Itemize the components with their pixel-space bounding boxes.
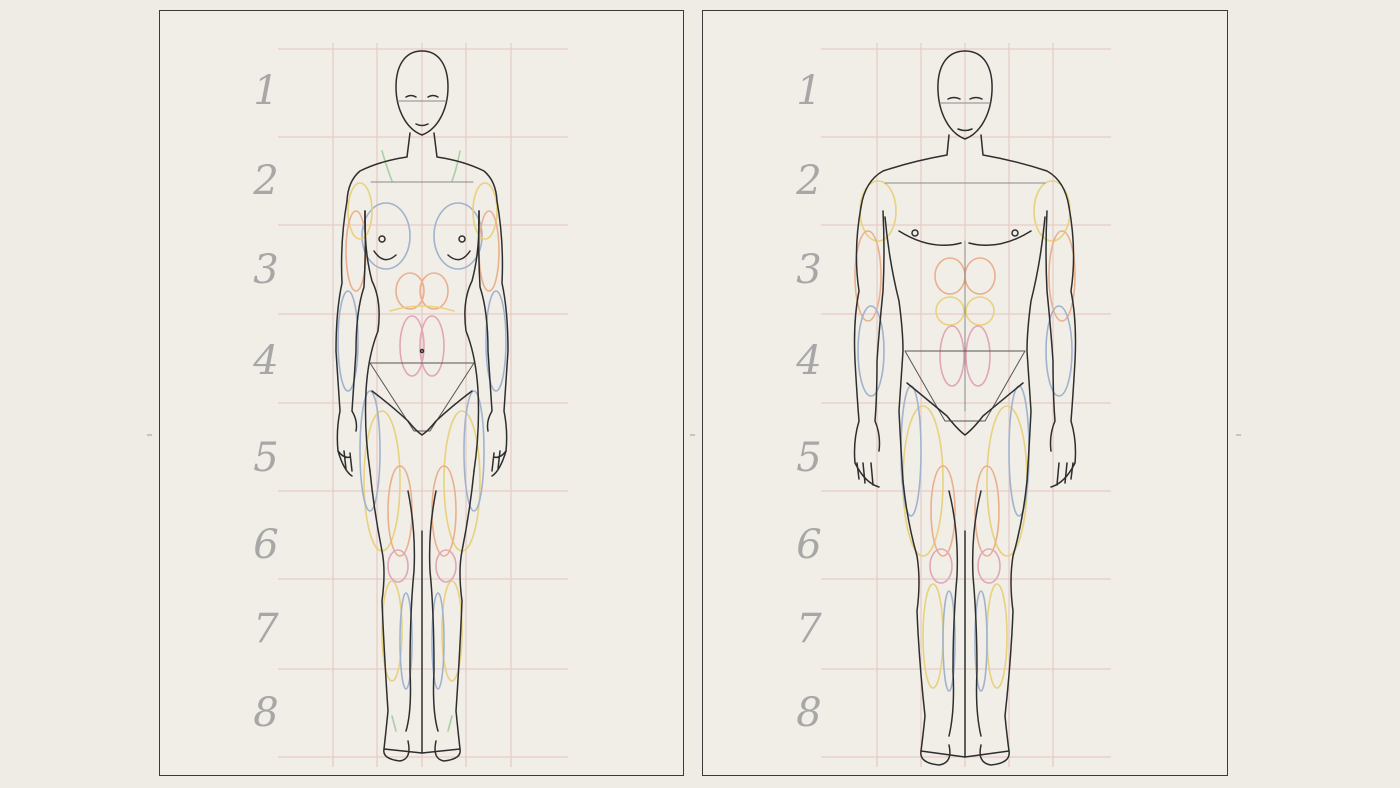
head-count-number-6: 6 (253, 522, 279, 568)
figure-outline (335, 50, 509, 762)
head-count-number-2: 2 (253, 158, 279, 204)
proportion-grid (821, 43, 1111, 767)
head-count-number-8: 8 (796, 690, 822, 736)
edge-mark-right (1236, 434, 1241, 436)
head-count-number-7: 7 (796, 606, 822, 652)
edge-mark-left (147, 434, 152, 436)
male-figure-drawing (821, 43, 1111, 767)
head-count-number-7: 7 (253, 606, 279, 652)
female-figure-drawing (278, 43, 568, 767)
head-count-number-3: 3 (796, 247, 822, 293)
head-count-number-4: 4 (796, 338, 822, 384)
head-count-number-6: 6 (796, 522, 822, 568)
head-count-number-1: 1 (253, 68, 279, 114)
head-count-number-5: 5 (253, 435, 279, 481)
head-count-number-3: 3 (253, 247, 279, 293)
edge-mark-center (690, 434, 695, 436)
figure-outline (853, 50, 1077, 766)
proportion-grid (278, 43, 568, 767)
head-count-number-4: 4 (253, 338, 279, 384)
head-count-number-1: 1 (796, 68, 822, 114)
head-count-number-8: 8 (253, 690, 279, 736)
female-figure-panel: 1 2 3 4 5 6 7 8 (159, 10, 684, 776)
head-count-number-2: 2 (796, 158, 822, 204)
male-figure-panel: 1 2 3 4 5 6 7 8 (702, 10, 1228, 776)
head-count-number-5: 5 (796, 435, 822, 481)
